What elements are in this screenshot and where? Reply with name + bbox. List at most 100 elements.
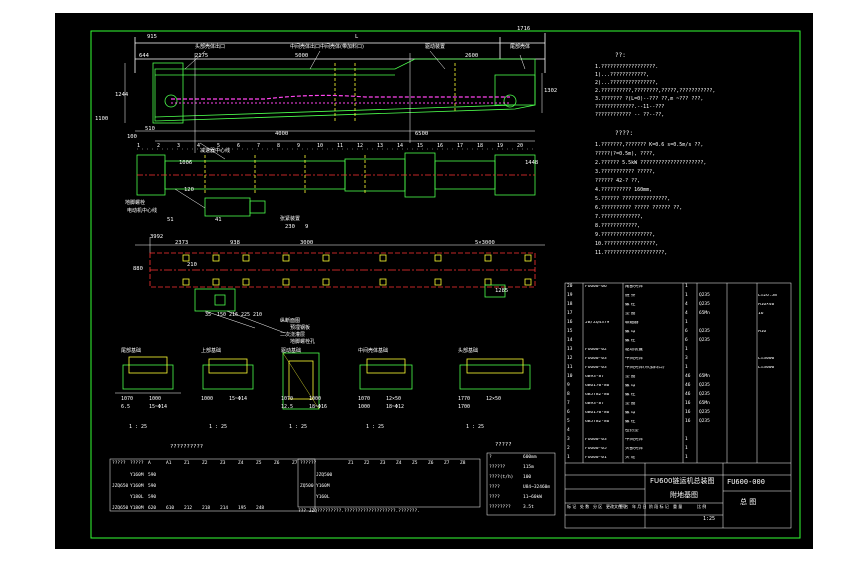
elevation-view [124,33,546,153]
section-scale: 1 : 25 [129,424,148,430]
note-line: ???????????? -- ??--??, [595,112,665,118]
table-cell: 590 [148,484,157,489]
part-number: 2 [157,143,161,149]
bom-name: 链 条 [625,294,636,298]
bom-name: 中间壳体 [625,357,643,361]
bom-code: GB93-87 [585,375,604,379]
plan-view [136,142,536,217]
title-row: 签 名 [619,504,629,509]
table-cell: 214 [220,506,229,511]
note-line: ?????? 42-? ??, [595,178,641,184]
bom-no: 12 [567,356,573,361]
section-title: 头部基础 [458,348,479,354]
bom-mat: 65Mn [699,311,710,316]
part-number: 12 [357,143,364,149]
notes-title: ????: [615,130,634,137]
bom-no: 5 [567,419,570,424]
section-scale: 1 : 25 [209,424,228,430]
part-number: 4 [197,143,201,149]
bom-qty: 4 [685,302,688,307]
title-col: 阶 段 标 记 [649,504,669,509]
drawing-label: 510 [145,126,155,132]
table-header: ?????? [300,461,317,466]
section-dim: 1000 [201,396,214,402]
plan-callout: 减速器中心线 [200,148,231,154]
table-cell: 620 [148,506,157,511]
drawing-label: 2175 [195,53,209,59]
foundation-small-dim: 150 [217,312,227,318]
bom-name: 联轴器 [625,321,639,325]
table-title: ????? [495,442,512,448]
bom-code: GB5782-86 [585,420,610,424]
bom-qty: 1 [685,437,688,442]
section-dim: 1000 [149,396,162,402]
table-cell: Y160M [130,473,144,478]
table-cell: 610 [166,506,175,511]
note-line: 11.????????????????????, [595,250,668,256]
bom-mat: Q235 [699,293,710,298]
drawing-label: 3000 [300,240,314,246]
bom-no: 20 [567,284,573,289]
drawing-label: 41 [215,217,222,223]
title-row: 处 数 [580,504,590,509]
section-dim: 1000 [358,404,371,410]
bom-qty: 46 [685,374,691,379]
note-line: 9.?????????????????, [595,232,656,238]
bom-code: JB/ZQ4379 [585,321,610,325]
drawing-label: 1006 [179,160,193,166]
outer-frame [90,30,801,539]
note-line: ?????(?=0.5m), ????, [595,151,656,157]
table-header: Z4 [396,461,402,466]
bom-mat: Q235 [699,410,710,415]
bom-qty: 46 [685,383,691,388]
section-dim: 1700 [458,404,471,410]
table-cell: JZQ650 [112,484,129,489]
foundation-small-dim: 225 [241,312,251,318]
table-header: Z1 [184,461,190,466]
table-cell: Y160M [130,484,144,489]
part-number: 20 [517,143,524,149]
bom-code: GB6170-86 [585,384,610,388]
bom-qty: 1 [685,284,688,289]
bom-no: 10 [567,374,573,379]
bom-code: FU600-05 [585,447,607,451]
bom-note: M16×40 [758,303,775,307]
bom-name: 螺 栓 [625,393,636,397]
drawing-label: 3992 [150,234,164,240]
bom-mat: 65Mn [699,401,710,406]
spec-val: U84~32460m [523,485,551,490]
note-line: 1)...????????????, [595,72,650,78]
table-cell: 590 [148,473,157,478]
spec-key: ???????? [489,505,511,510]
part-number: 14 [397,143,404,149]
spec-key: ????(t/h) [489,475,514,480]
section-title: 驱动基础 [281,348,302,354]
bom-note: M16 [758,330,767,334]
part-number: 13 [377,143,384,149]
note-line: 7.?????????????, [595,214,644,220]
bom-qty: 1 [685,347,688,352]
part-number: 9 [297,143,301,149]
bom-code: FU600-06 [585,285,607,289]
spec-val: 600mm [523,455,537,460]
drawing-label: 4000 [275,131,289,137]
table-header: Z5 [256,461,262,466]
bom-no: 15 [567,329,573,334]
drawing-label: 880 [133,266,143,272]
table-header: Z5 [412,461,418,466]
spec-key: ???? [489,485,500,490]
bom-note: L=3000 [758,366,775,370]
table-header: Z2 [364,461,370,466]
bom-mat: Q235 [699,383,710,388]
note-line: 8.????????????, [595,223,641,229]
drawing-label: 51 [167,217,174,223]
bom-mat: Q235 [699,302,710,307]
table-header: Z3 [380,461,386,466]
bom-grid [564,282,792,529]
spec-key: ???? [489,495,500,500]
drawing-label: 2600 [465,53,479,59]
plan-callout: 电动机中心线 [127,208,158,214]
plan-callout: 地脚螺栓 [125,200,146,206]
note-line: 1.??????????????????. [595,64,659,70]
